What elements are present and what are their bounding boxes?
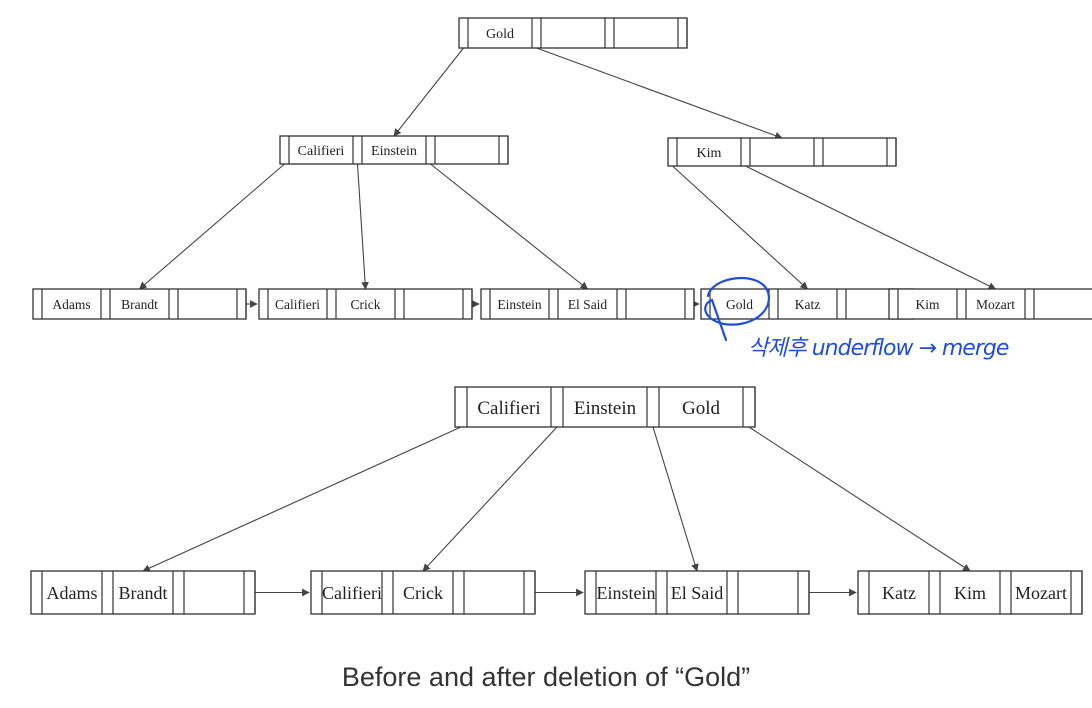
before-leaf-4-outline bbox=[700, 288, 915, 320]
tree-edge bbox=[430, 163, 589, 290]
node-key: Einstein bbox=[597, 583, 656, 603]
node-key: Gold bbox=[682, 398, 721, 419]
node-key: Kim bbox=[954, 583, 986, 603]
node-key: Califieri bbox=[322, 583, 382, 603]
after-leaf-4-outline bbox=[857, 570, 1083, 615]
tree-edges bbox=[138, 47, 997, 597]
before-leaf-5-outline bbox=[888, 288, 1092, 320]
after-root-outline bbox=[454, 386, 756, 428]
tree-edge bbox=[142, 426, 462, 572]
before-root: Gold bbox=[458, 17, 688, 49]
node-key: Adams bbox=[47, 583, 98, 603]
node-key: Brandt bbox=[119, 583, 168, 603]
tree-edge bbox=[672, 165, 809, 290]
before-leaf-4: Gold Katz bbox=[700, 288, 915, 320]
before-internal-left: Califieri Einstein bbox=[279, 135, 509, 165]
node-key: Katz bbox=[882, 583, 916, 603]
node-key: Einstein bbox=[371, 144, 417, 159]
tree-edge bbox=[748, 426, 971, 572]
before-leaf-1: Adams Brandt bbox=[32, 288, 247, 320]
before-leaf-3-outline bbox=[480, 288, 695, 320]
node-key: Crick bbox=[351, 297, 381, 312]
figure-caption: Before and after deletion of “Gold” bbox=[341, 662, 751, 692]
tree-edge bbox=[652, 426, 699, 572]
before-leaf-2: Califieri Crick bbox=[258, 288, 473, 320]
node-key: Brandt bbox=[121, 297, 158, 312]
tree-edge bbox=[536, 47, 783, 140]
after-leaf-1: Adams Brandt bbox=[30, 570, 256, 615]
tree-edge bbox=[393, 47, 464, 137]
before-leaf-1-outline bbox=[32, 288, 247, 320]
node-key: Califieri bbox=[298, 144, 345, 159]
before-internal-right: Kim bbox=[667, 137, 897, 167]
node-key: Einstein bbox=[574, 398, 637, 419]
node-key: Califieri bbox=[477, 398, 540, 419]
handwritten-note: 삭제후 underflow → merge bbox=[748, 336, 1009, 361]
annotation-marks bbox=[704, 277, 771, 342]
after-leaf-2: Califieri Crick bbox=[310, 570, 536, 615]
after-root: Califieri Einstein Gold bbox=[454, 386, 756, 428]
tree-edge bbox=[422, 426, 558, 572]
node-key: Califieri bbox=[275, 297, 320, 312]
node-key: Crick bbox=[403, 583, 443, 603]
after-leaf-2-outline bbox=[310, 570, 536, 615]
tree-edge bbox=[356, 163, 369, 290]
before-internal-left-outline bbox=[279, 135, 509, 165]
node-key: Einstein bbox=[497, 297, 541, 312]
node-key: El Said bbox=[568, 297, 608, 312]
node-key: Mozart bbox=[1015, 583, 1067, 603]
before-leaf-3: Einstein El Said bbox=[480, 288, 695, 320]
annotation-circle bbox=[704, 277, 771, 342]
before-internal-right-outline bbox=[667, 137, 897, 167]
node-key: Gold bbox=[486, 27, 514, 42]
before-leaf-5: Kim Mozart bbox=[888, 288, 1092, 320]
node-key: Mozart bbox=[976, 297, 1015, 312]
after-leaf-3-outline bbox=[584, 570, 810, 615]
node-key: Katz bbox=[795, 297, 820, 312]
after-leaf-3: Einstein El Said bbox=[584, 570, 810, 615]
node-key: Adams bbox=[52, 297, 90, 312]
tree-edge bbox=[138, 163, 285, 290]
node-key: Kim bbox=[697, 146, 722, 161]
after-leaf-4: Katz Kim Mozart bbox=[857, 570, 1083, 615]
node-key: Gold bbox=[726, 297, 753, 312]
node-key: Kim bbox=[915, 297, 940, 312]
tree-edge bbox=[745, 165, 997, 290]
node-key: El Said bbox=[671, 583, 724, 603]
